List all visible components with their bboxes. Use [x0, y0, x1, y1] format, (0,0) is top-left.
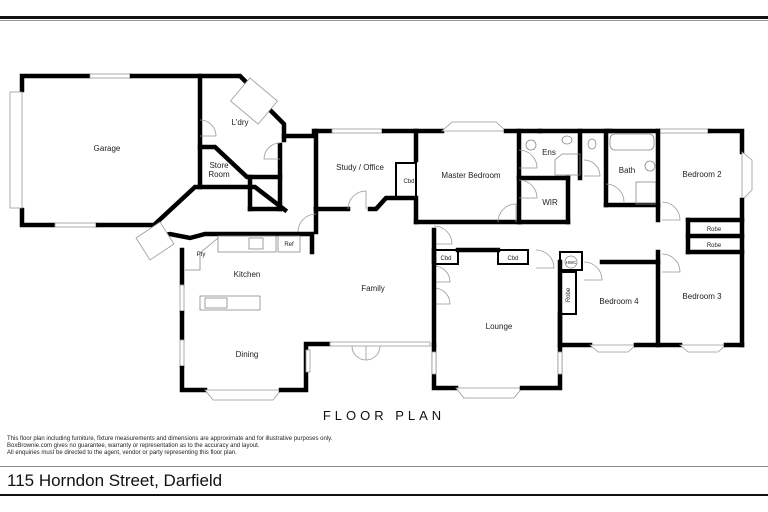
- garage-area: [9, 73, 289, 228]
- label-kitchen: Kitchen: [234, 270, 261, 279]
- label-robe-bed4: Robe: [566, 287, 572, 302]
- disclaimer-line-2: BoxBrownie.com gives no guarantee, warra…: [7, 443, 260, 449]
- label-study-cbd: Cbd: [403, 179, 414, 185]
- top-border: [0, 16, 768, 19]
- label-pantry: Pty: [197, 252, 206, 258]
- bathroom-area: [525, 128, 661, 208]
- label-ref: Ref: [284, 242, 294, 248]
- floor-plan: Garage L'dry Store Room Study / Office M…: [9, 73, 753, 401]
- disclaimer-line-1: This floor plan including furniture, fix…: [7, 436, 333, 442]
- label-robe-bed3: Robe: [707, 243, 722, 249]
- label-bedroom-3: Bedroom 3: [682, 292, 722, 301]
- disclaimer-line-3: All enquiries must be directed to the ag…: [7, 450, 237, 456]
- label-family: Family: [361, 284, 385, 293]
- label-master-bedroom: Master Bedroom: [441, 171, 500, 180]
- disclaimer: This floor plan including furniture, fix…: [7, 436, 332, 457]
- laundry-area: [197, 77, 287, 212]
- master-bedroom-area: [413, 121, 571, 225]
- label-bedroom-2: Bedroom 2: [682, 170, 722, 179]
- label-hall-cbd-1: Cbd: [440, 256, 451, 262]
- study-area: [281, 128, 445, 235]
- label-ensuite: Ens: [542, 148, 556, 157]
- label-lounge: Lounge: [486, 322, 513, 331]
- label-dining: Dining: [236, 350, 259, 359]
- label-bath: Bath: [619, 166, 635, 175]
- label-garage: Garage: [94, 144, 121, 153]
- bedroom-2-area: [655, 128, 753, 348]
- label-hall-cbd-2: Cbd: [507, 256, 518, 262]
- label-wir: WIR: [542, 198, 558, 207]
- label-laundry: L'dry: [231, 118, 248, 127]
- label-store: Store: [209, 161, 229, 170]
- label-hwc: HWC: [566, 260, 577, 265]
- label-store-room: Room: [208, 170, 230, 179]
- property-address: 115 Horndon Street, Darfield: [7, 471, 223, 490]
- top-border-shadow: [0, 20, 768, 21]
- living-area: [135, 221, 437, 401]
- label-study: Study / Office: [336, 163, 384, 172]
- lounge-area: [431, 259, 563, 399]
- bottom-border: [0, 494, 768, 496]
- label-robe-bed2: Robe: [707, 227, 722, 233]
- divider: [0, 466, 768, 467]
- label-bedroom-4: Bedroom 4: [599, 297, 639, 306]
- bedroom-4-area: [557, 249, 745, 353]
- floor-plan-title: FLOOR PLAN: [322, 408, 446, 423]
